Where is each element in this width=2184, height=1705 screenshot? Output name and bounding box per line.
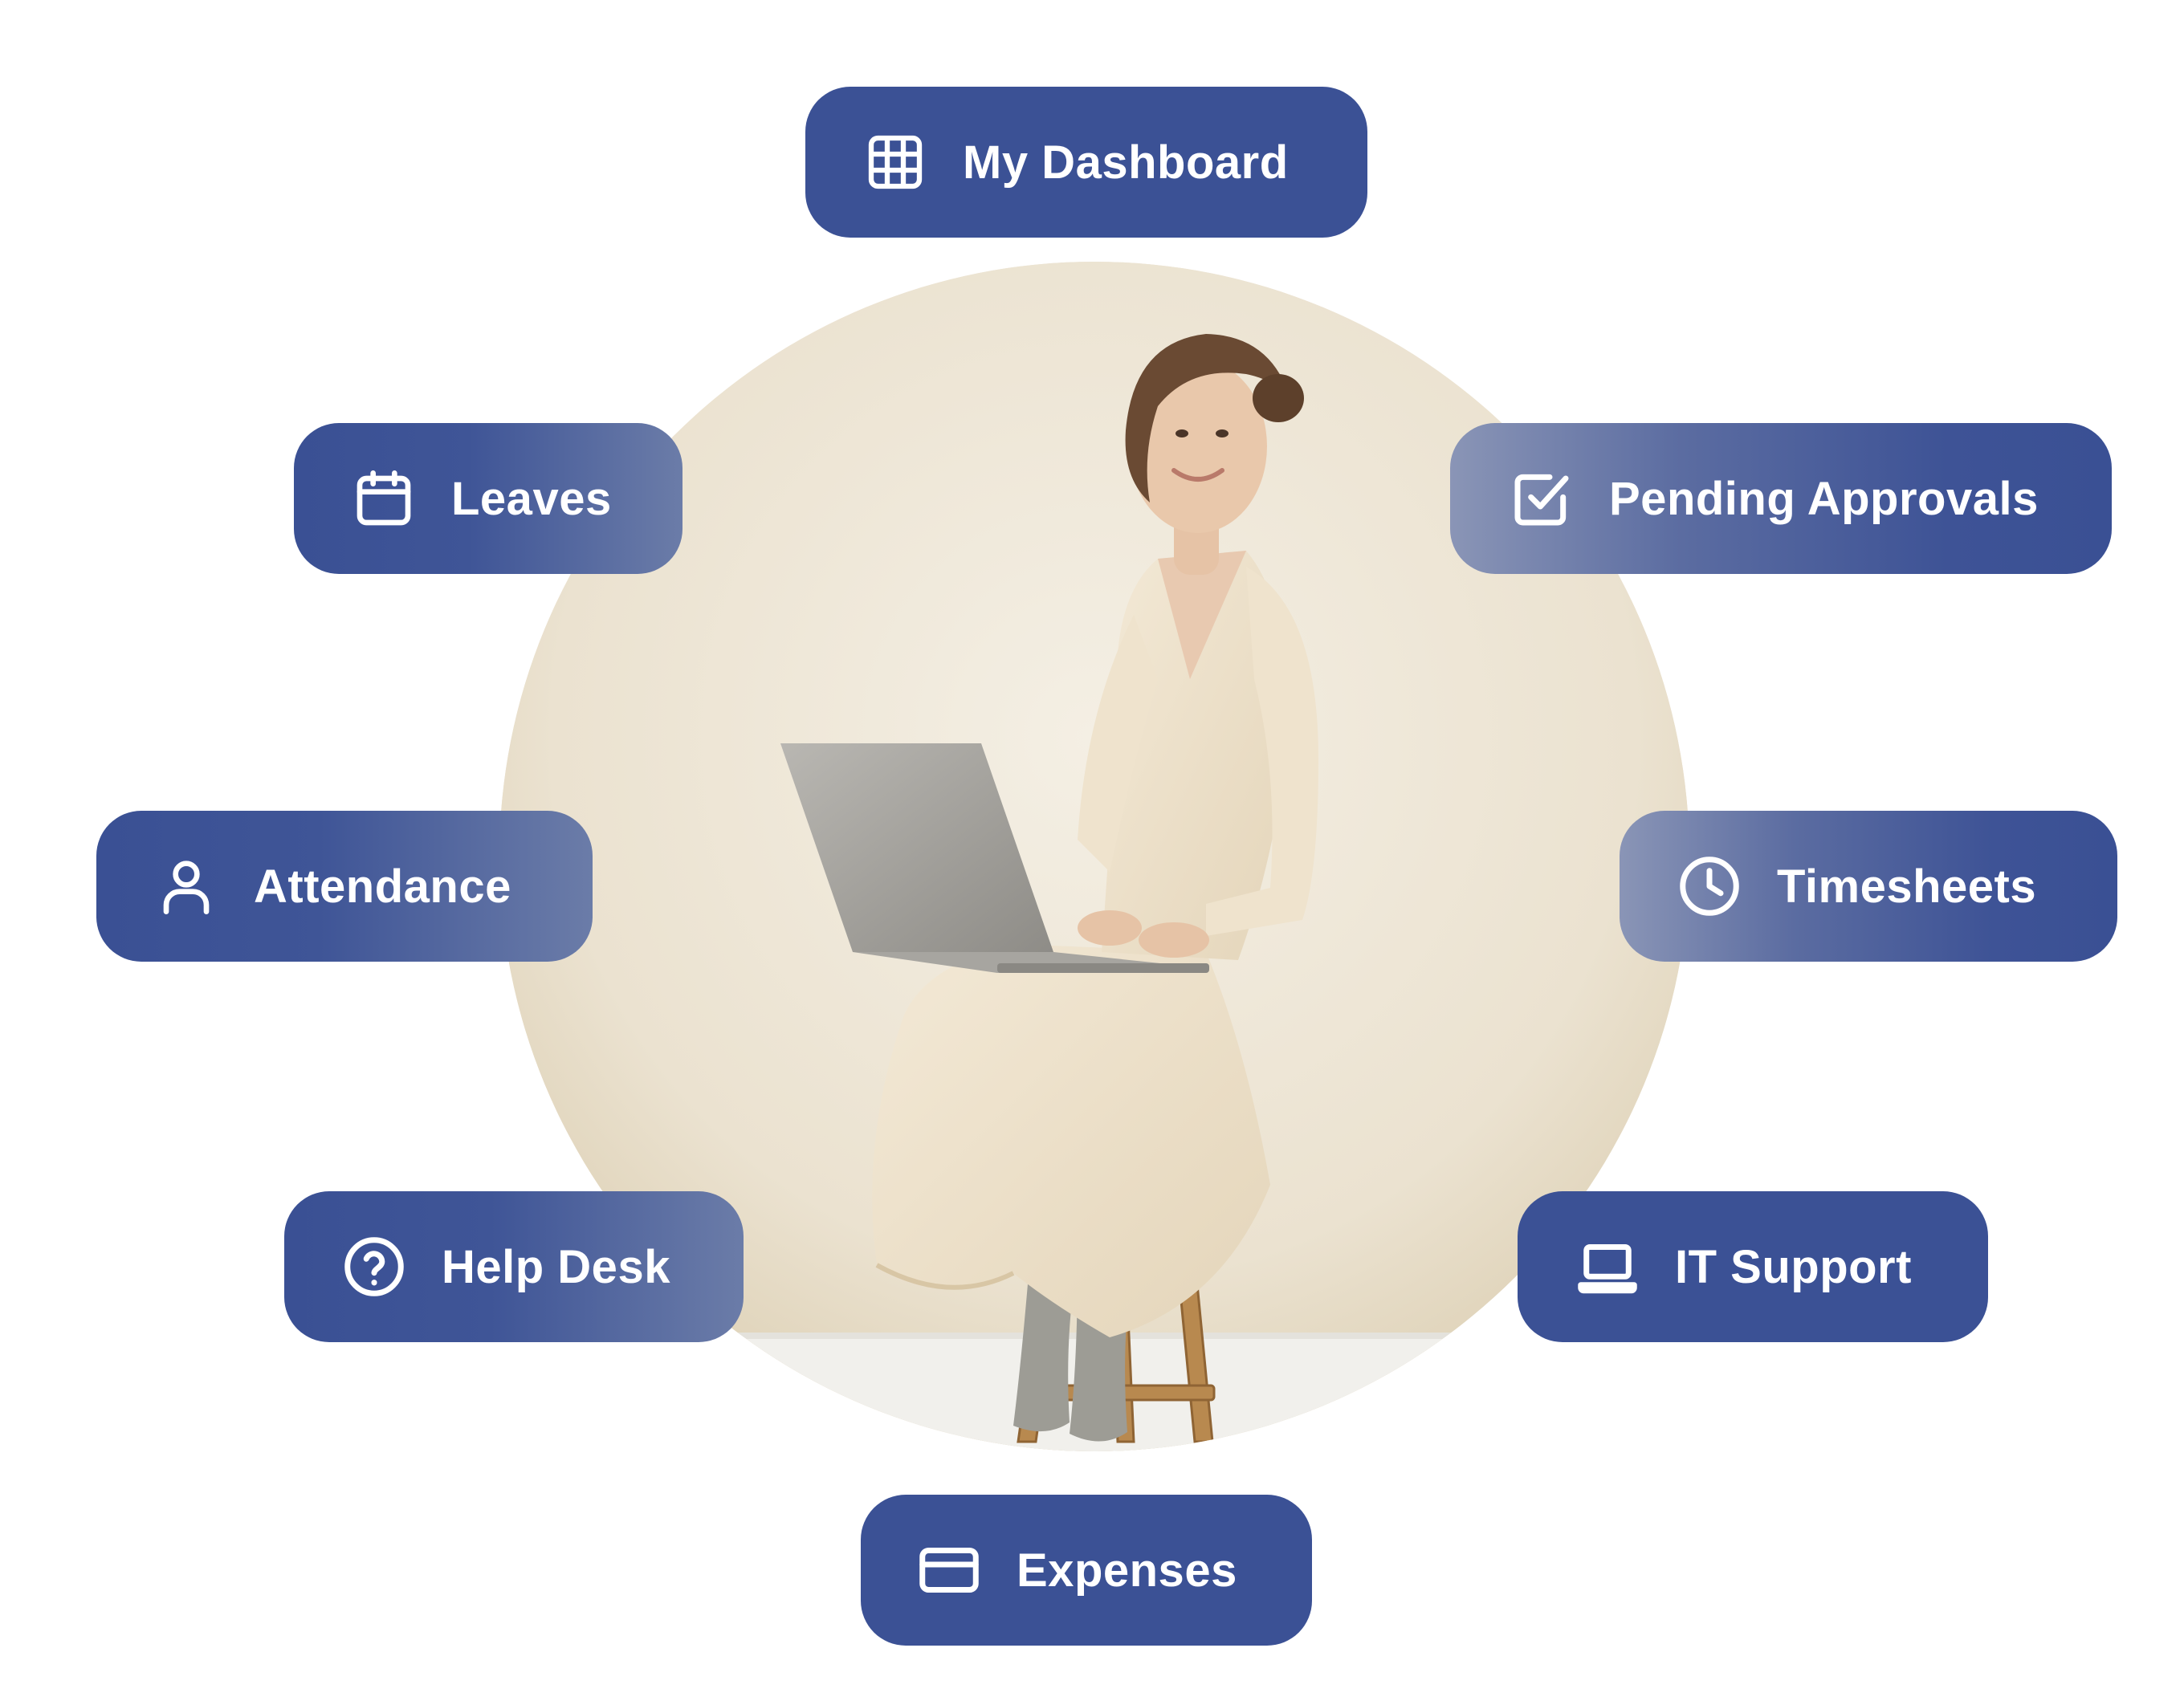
help-desk-button[interactable]: Help Desk bbox=[284, 1191, 744, 1342]
attendance-label: Attendance bbox=[254, 860, 511, 913]
question-icon bbox=[340, 1233, 408, 1300]
timesheets-label: Timesheets bbox=[1777, 860, 2037, 913]
user-icon bbox=[153, 852, 220, 920]
pending-approvals-label: Pending Approvals bbox=[1609, 472, 2039, 525]
expenses-button[interactable]: Expenses bbox=[861, 1495, 1312, 1646]
calendar-icon bbox=[350, 465, 418, 532]
pending-approvals-button[interactable]: Pending Approvals bbox=[1450, 423, 2112, 574]
expenses-label: Expenses bbox=[1017, 1544, 1237, 1597]
leaves-button[interactable]: Leaves bbox=[294, 423, 682, 574]
dashboard-label: My Dashboard bbox=[963, 136, 1289, 189]
it-support-label: IT Support bbox=[1675, 1240, 1912, 1293]
grid-icon bbox=[862, 128, 929, 196]
checkbox-icon bbox=[1508, 465, 1575, 532]
timesheets-button[interactable]: Timesheets bbox=[1620, 811, 2117, 962]
laptop-icon bbox=[1574, 1233, 1641, 1300]
dashboard-button[interactable]: My Dashboard bbox=[805, 87, 1367, 238]
attendance-button[interactable]: Attendance bbox=[96, 811, 593, 962]
help-desk-label: Help Desk bbox=[442, 1240, 670, 1293]
card-icon bbox=[915, 1536, 983, 1604]
leaves-label: Leaves bbox=[451, 472, 612, 525]
clock-icon bbox=[1676, 852, 1743, 920]
it-support-button[interactable]: IT Support bbox=[1518, 1191, 1988, 1342]
